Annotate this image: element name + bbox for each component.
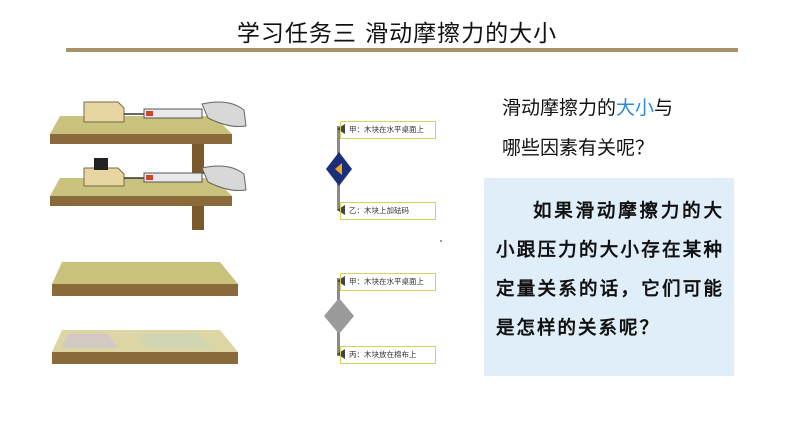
pointer-icon [337,276,345,286]
table-edge [50,196,232,206]
spring-scale [143,108,203,119]
experiment-cloth-board [52,330,238,364]
diamond-active-icon[interactable] [326,152,352,186]
table-edge [50,134,232,144]
flow-label-jia: 甲：木块在水平桌面上 [340,121,436,139]
weight-icon [94,158,108,170]
page-title: 学习任务三 滑动摩擦力的大小 [236,21,558,47]
table-leg [192,206,204,230]
highlight-size: 大小 [616,97,655,119]
pointer-icon [337,205,345,215]
hypothesis-box: 如果滑动摩擦力的大小跟压力的大小存在某种定量关系的话，它们可能是怎样的关系呢？ [484,178,734,376]
flow-label-bing: 丙：木块放在棉布上 [340,346,436,364]
hand [201,165,247,191]
question-text: 滑动摩擦力的大小与 哪些因素有关呢？ [502,88,742,168]
wooden-block [83,167,125,187]
table-top [50,178,232,196]
flow-comparison-weight: 甲：木块在水平桌面上 乙：木块上加砝码 [326,120,446,230]
experiment-block-on-table [50,101,247,174]
table-top [50,116,232,134]
experiment-block-with-weight [50,158,247,230]
play-arrow-icon [335,163,342,175]
cloth-pattern [62,334,118,348]
spring-scale [143,172,203,183]
hypothesis-text: 如果滑动摩擦力的大小跟压力的大小存在某种定量关系的话，它们可能是怎样的关系呢？ [496,201,724,339]
table-leg [192,144,204,174]
diamond-inactive-icon[interactable] [324,298,354,334]
wooden-block [83,101,125,123]
experiment-plain-board [52,262,238,296]
question-line-2: 哪些因素有关呢？ [502,137,655,159]
title-divider [66,48,738,52]
flow-label-yi: 乙：木块上加砝码 [340,202,436,220]
board-top [52,262,238,284]
scale-indicator [146,175,153,180]
board-edge [52,284,238,296]
cloth-pattern [138,334,212,348]
pointer-icon [337,124,345,134]
board-edge [52,352,238,364]
hand [201,101,247,127]
question-line-1: 滑动摩擦力的大小与 [502,97,674,119]
decorative-dot [440,240,442,242]
flow-comparison-cloth: 甲：木块在水平桌面上 丙：木块放在棉布上 [324,272,446,372]
pointer-icon [337,349,345,359]
scale-indicator [146,111,153,116]
flow-label-jia: 甲：木块在水平桌面上 [340,273,436,291]
